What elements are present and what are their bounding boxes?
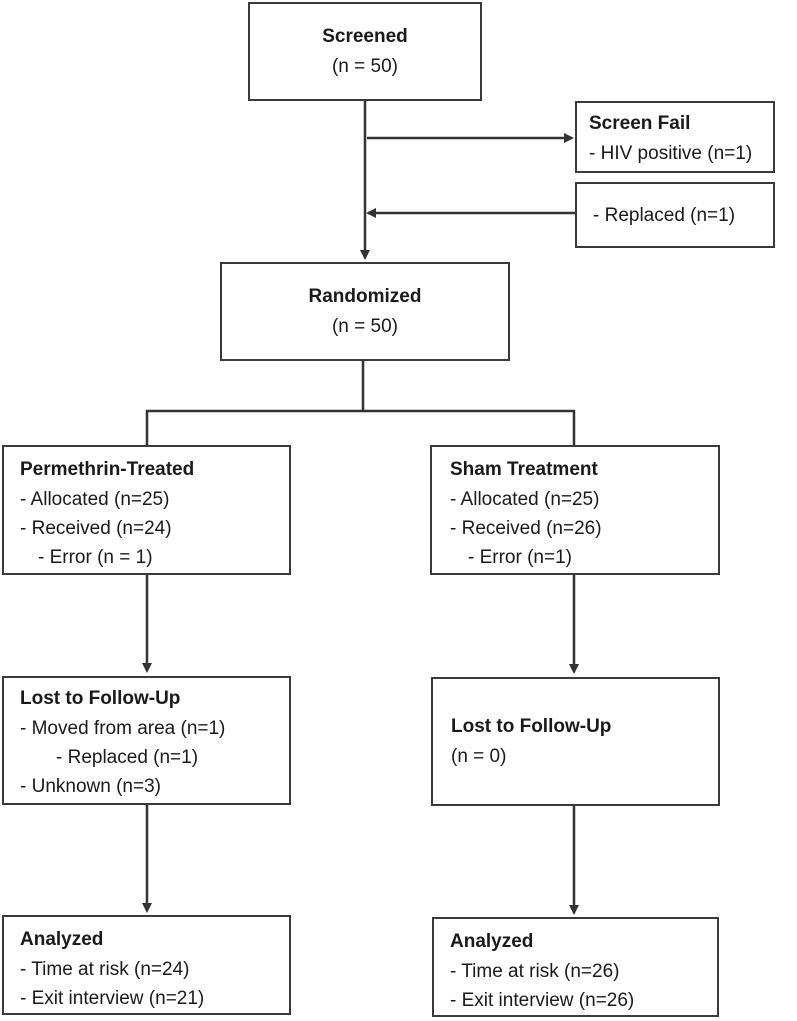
analyzed-right-time: - Time at risk (n=26) [450,961,620,982]
analyzed-left-exit: - Exit interview (n=21) [20,988,205,1009]
permethrin-received: - Received (n=24) [20,518,172,539]
sham-error: - Error (n=1) [468,547,572,568]
permethrin-title: Permethrin-Treated [20,459,195,480]
sham-allocated: - Allocated (n=25) [450,489,600,510]
screen-fail-box: Screen Fail - HIV positive (n=1) [575,101,775,173]
randomized-title: Randomized [308,286,422,307]
screen-fail-title: Screen Fail [589,113,691,134]
permethrin-allocated: - Allocated (n=25) [20,489,170,510]
permethrin-box: Permethrin-Treated - Allocated (n=25) - … [2,445,291,575]
sham-title: Sham Treatment [450,459,598,480]
randomized-box: Randomized (n = 50) [220,262,510,361]
lost-right-box: Lost to Follow-Up (n = 0) [431,677,720,806]
lost-left-unknown: - Unknown (n=3) [20,776,161,797]
screened-title: Screened [322,26,408,47]
sham-received: - Received (n=26) [450,518,602,539]
replaced-box: - Replaced (n=1) [575,182,775,248]
screened-box: Screened (n = 50) [248,2,482,101]
lost-left-title: Lost to Follow-Up [20,688,181,709]
screened-count: (n = 50) [331,56,398,77]
analyzed-right-box: Analyzed - Time at risk (n=26) - Exit in… [432,917,719,1017]
lost-left-replaced: - Replaced (n=1) [56,747,199,768]
analyzed-right-title: Analyzed [450,931,534,952]
lost-left-moved: - Moved from area (n=1) [20,718,226,739]
analyzed-right-exit: - Exit interview (n=26) [450,990,635,1011]
replaced-item: - Replaced (n=1) [593,204,736,226]
lost-left-box: Lost to Follow-Up - Moved from area (n=1… [2,676,291,805]
screen-fail-item: - HIV positive (n=1) [589,143,753,164]
sham-box: Sham Treatment - Allocated (n=25) - Rece… [430,445,720,575]
permethrin-error: - Error (n = 1) [38,547,153,568]
analyzed-left-box: Analyzed - Time at risk (n=24) - Exit in… [2,915,291,1015]
lost-right-count: (n = 0) [451,746,507,767]
lost-right-title: Lost to Follow-Up [451,716,612,737]
analyzed-left-time: - Time at risk (n=24) [20,959,190,980]
analyzed-left-title: Analyzed [20,929,104,950]
randomized-count: (n = 50) [331,316,398,337]
